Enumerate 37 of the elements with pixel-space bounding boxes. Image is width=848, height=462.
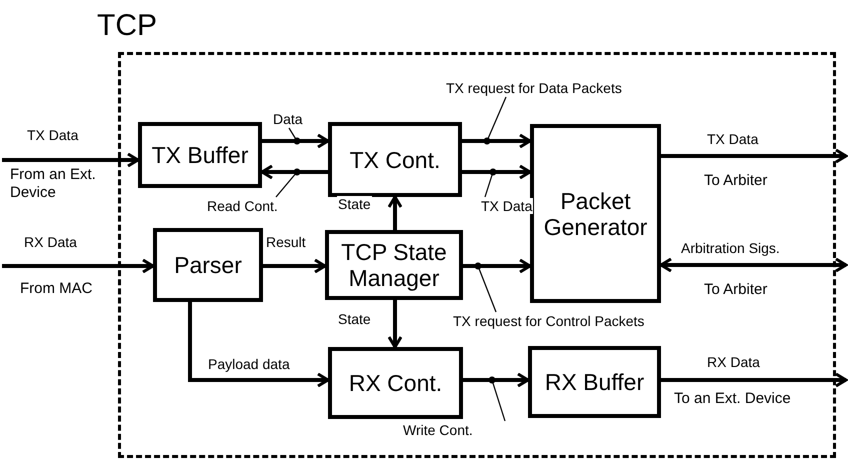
arrow <box>388 300 402 348</box>
edge-label: Write Cont. <box>402 422 474 438</box>
arrow <box>463 258 532 274</box>
edge-label: Payload data <box>207 356 291 372</box>
arrow <box>2 152 140 168</box>
edge-label: Read Cont. <box>206 198 279 214</box>
module-title: TCP <box>97 9 157 43</box>
arrow <box>462 164 532 180</box>
arrow <box>2 258 154 274</box>
edge-label: Result <box>265 234 307 250</box>
block: Parser <box>153 228 263 302</box>
edge-label: TX request for Data Packets <box>445 80 623 96</box>
arrow <box>462 134 532 148</box>
edge-label: TX request for Control Packets <box>452 313 646 329</box>
arrow <box>263 258 326 274</box>
edge-label: TX Data <box>480 198 534 214</box>
edge-label: RX Data <box>706 354 761 370</box>
arrow <box>463 372 530 388</box>
block: TX Cont. <box>328 122 462 197</box>
arrow <box>388 196 402 230</box>
edge-label: Data <box>272 111 304 127</box>
edge-label: Arbitration Sigs. <box>680 240 781 256</box>
block: RX Cont. <box>328 347 463 419</box>
edge-label: TX Data <box>706 131 760 147</box>
arrow <box>661 372 848 388</box>
arrow <box>262 134 330 148</box>
edge-label: State <box>337 311 372 327</box>
block: RX Buffer <box>528 346 661 418</box>
arrow <box>661 148 848 164</box>
block: TX Buffer <box>138 122 262 188</box>
arrow <box>260 164 328 180</box>
arrow <box>188 302 330 388</box>
edge-label: State <box>337 196 372 212</box>
edge-label: RX Data <box>23 234 78 250</box>
edge-label: TX Data <box>26 127 80 143</box>
block: TCP State Manager <box>325 230 463 300</box>
arrow <box>660 258 848 272</box>
